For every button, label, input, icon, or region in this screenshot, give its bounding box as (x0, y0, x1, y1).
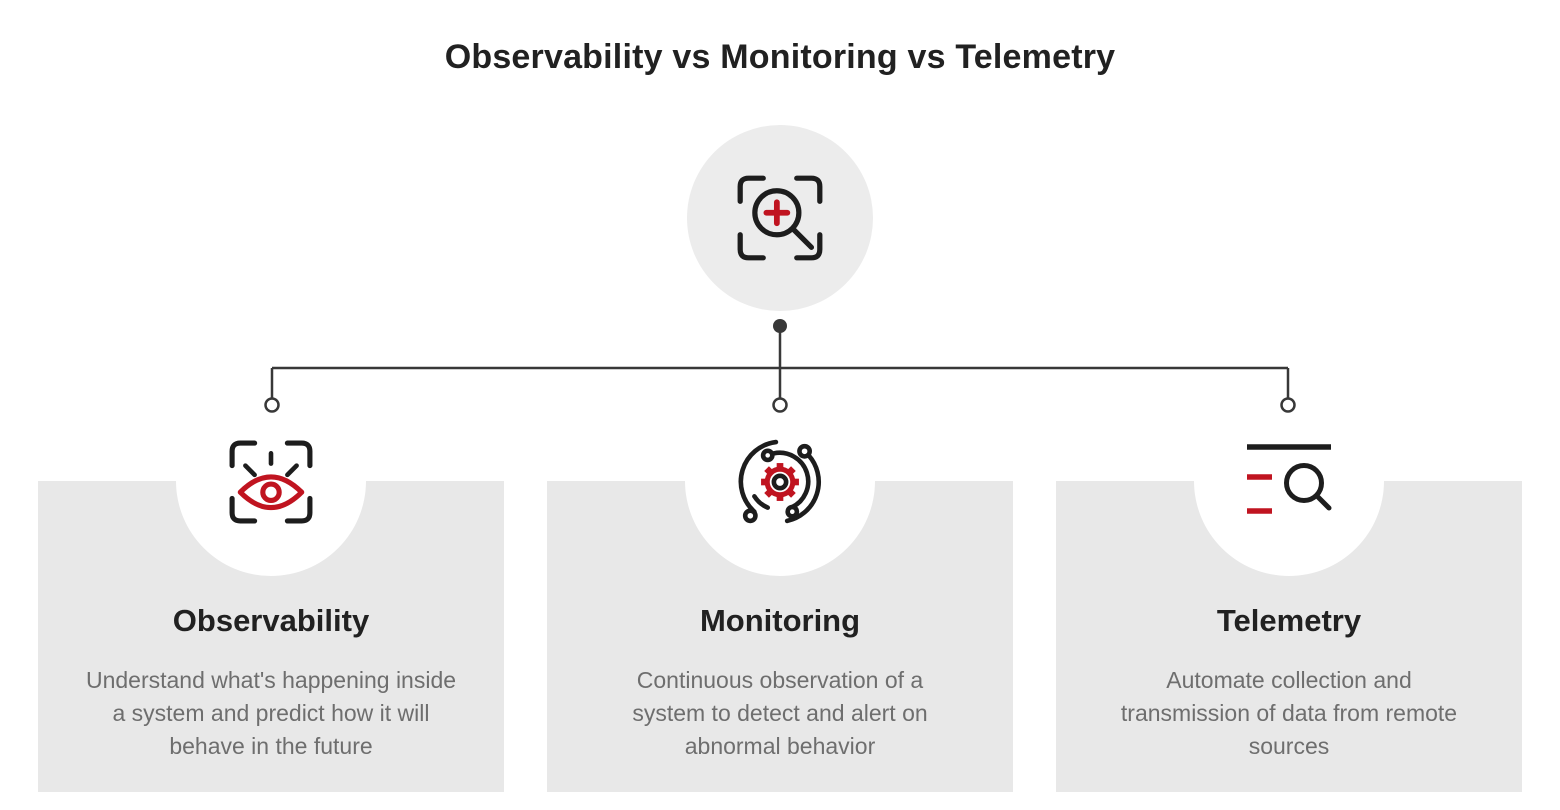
card-title: Monitoring (699, 603, 861, 638)
card-notch (176, 386, 366, 576)
card-description: Continuous observation of a system to de… (632, 667, 928, 759)
connector-dot (773, 319, 787, 333)
orbit-gear-icon (738, 439, 821, 524)
hub-circle (687, 125, 873, 311)
search-log-icon (1247, 444, 1332, 514)
card-notch (685, 386, 875, 576)
card-title: Observability (172, 603, 370, 638)
card-monitoring: Monitoring Continuous observation of a s… (547, 386, 1013, 792)
card-observability: Observability Understand what's happenin… (38, 386, 504, 792)
zoom-scan-icon (737, 175, 823, 261)
card-telemetry: Telemetry Automate collection and transm… (1056, 386, 1522, 792)
eye-scan-icon (229, 440, 313, 524)
card-title: Telemetry (1216, 603, 1362, 638)
card-description: Automate collection and transmission of … (1120, 667, 1458, 759)
page-title: Observability vs Monitoring vs Telemetry (444, 38, 1116, 76)
card-description: Understand what's happening inside a sys… (85, 667, 457, 759)
